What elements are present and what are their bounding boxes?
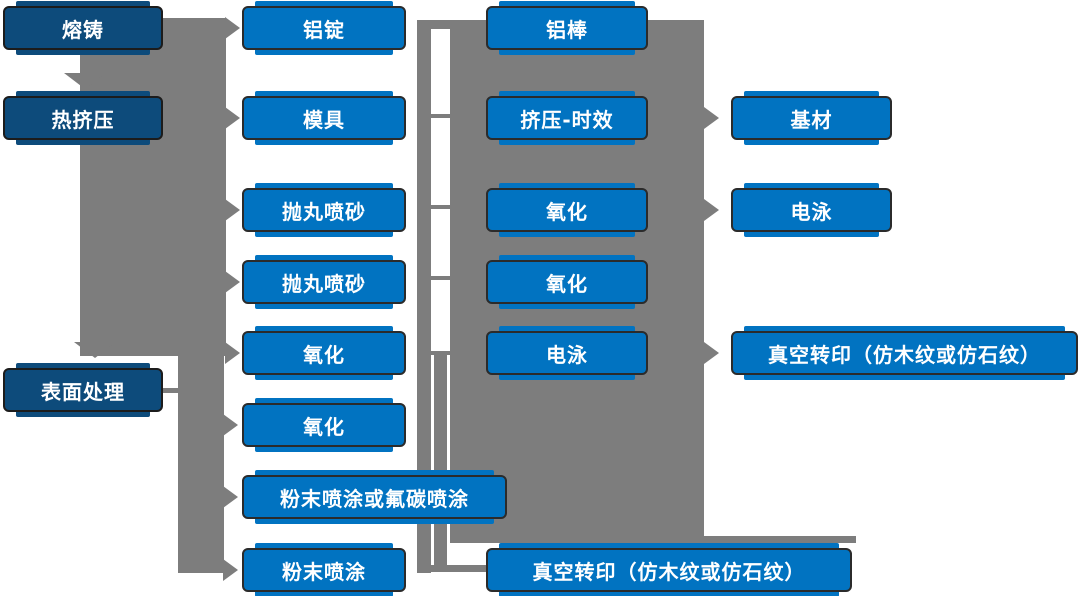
node-label: 粉末喷涂 xyxy=(242,548,406,592)
node-label: 基材 xyxy=(731,96,892,140)
arrow-down-to-hot-extrusion xyxy=(64,73,106,89)
arrow-to-base-material xyxy=(704,107,719,129)
link-tick-row4 xyxy=(417,276,450,280)
node-base-material: 基材 xyxy=(731,91,892,145)
node-hot-extrusion: 热挤压 xyxy=(3,91,163,145)
node-electrophoresis-c3: 电泳 xyxy=(486,326,648,380)
node-melting: 熔铸 xyxy=(3,1,163,55)
node-oxidation-c3-1: 氧化 xyxy=(486,183,648,237)
node-extrusion-aging: 挤压-时效 xyxy=(486,91,648,145)
node-shot-blasting-1: 抛丸喷砂 xyxy=(242,183,406,237)
arrow-to-oxidation-2 xyxy=(223,414,238,436)
arrow-down-to-surface-treatment xyxy=(74,342,116,358)
node-label: 氧化 xyxy=(486,260,648,304)
node-label: 氧化 xyxy=(242,403,406,447)
node-label: 模具 xyxy=(242,96,406,140)
node-aluminum-rod: 铝棒 xyxy=(486,1,648,55)
arrow-to-powder-coating xyxy=(223,559,238,581)
node-label: 铝锭 xyxy=(242,6,406,50)
node-label: 粉末喷涂或氟碳喷涂 xyxy=(242,475,507,519)
node-label: 铝棒 xyxy=(486,6,648,50)
link-bottom xyxy=(417,565,487,572)
arrow-to-electrophoresis-col4 xyxy=(704,199,719,221)
node-label: 热挤压 xyxy=(3,96,163,140)
node-label: 抛丸喷砂 xyxy=(242,260,406,304)
node-mold: 模具 xyxy=(242,91,406,145)
node-label: 熔铸 xyxy=(3,6,163,50)
node-oxidation-c2-1: 氧化 xyxy=(242,326,406,380)
node-vacuum-transfer-right: 真空转印（仿木纹或仿石纹） xyxy=(731,326,1078,380)
node-vacuum-transfer-bottom: 真空转印（仿木纹或仿石纹） xyxy=(486,543,852,596)
node-label: 抛丸喷砂 xyxy=(242,188,406,232)
trunk-left-block xyxy=(80,18,226,356)
node-shot-blasting-2: 抛丸喷砂 xyxy=(242,255,406,309)
arrow-to-vacuum-transfer-col4 xyxy=(704,342,719,364)
node-label: 真空转印（仿木纹或仿石纹） xyxy=(731,331,1078,375)
arrow-to-oxidation-1 xyxy=(225,342,240,364)
trunk-col3-foot xyxy=(704,536,856,543)
arrow-to-shot-blasting-1 xyxy=(225,199,240,221)
node-oxidation-c3-2: 氧化 xyxy=(486,255,648,309)
link-top-bridge xyxy=(417,20,450,29)
trunk-mid-bar-a xyxy=(417,20,431,573)
arrow-to-powder-or-fluorocarbon xyxy=(223,486,238,508)
trunk-left-lower-bar xyxy=(178,356,224,573)
link-tick-row5 xyxy=(417,351,450,355)
arrow-to-shot-blasting-2 xyxy=(225,271,240,293)
node-powder-or-fluorocarbon: 粉末喷涂或氟碳喷涂 xyxy=(242,470,507,524)
node-label: 挤压-时效 xyxy=(486,96,648,140)
node-aluminum-ingot: 铝锭 xyxy=(242,1,406,55)
arrow-to-mold xyxy=(225,107,240,129)
link-tick-row2 xyxy=(417,114,450,118)
node-oxidation-c2-2: 氧化 xyxy=(242,398,406,452)
node-label: 真空转印（仿木纹或仿石纹） xyxy=(486,548,852,592)
node-label: 电泳 xyxy=(486,331,648,375)
node-powder-coating: 粉末喷涂 xyxy=(242,543,406,596)
node-label: 表面处理 xyxy=(3,368,163,412)
link-surface-treatment xyxy=(163,388,180,393)
node-label: 氧化 xyxy=(242,331,406,375)
node-label: 氧化 xyxy=(486,188,648,232)
node-electrophoresis-c4: 电泳 xyxy=(731,183,892,237)
trunk-mid-bar-b xyxy=(434,355,447,571)
node-surface-treatment: 表面处理 xyxy=(3,363,163,417)
link-tick-row3 xyxy=(417,205,450,209)
node-label: 电泳 xyxy=(731,188,892,232)
arrow-to-aluminum-ingot xyxy=(225,17,240,39)
